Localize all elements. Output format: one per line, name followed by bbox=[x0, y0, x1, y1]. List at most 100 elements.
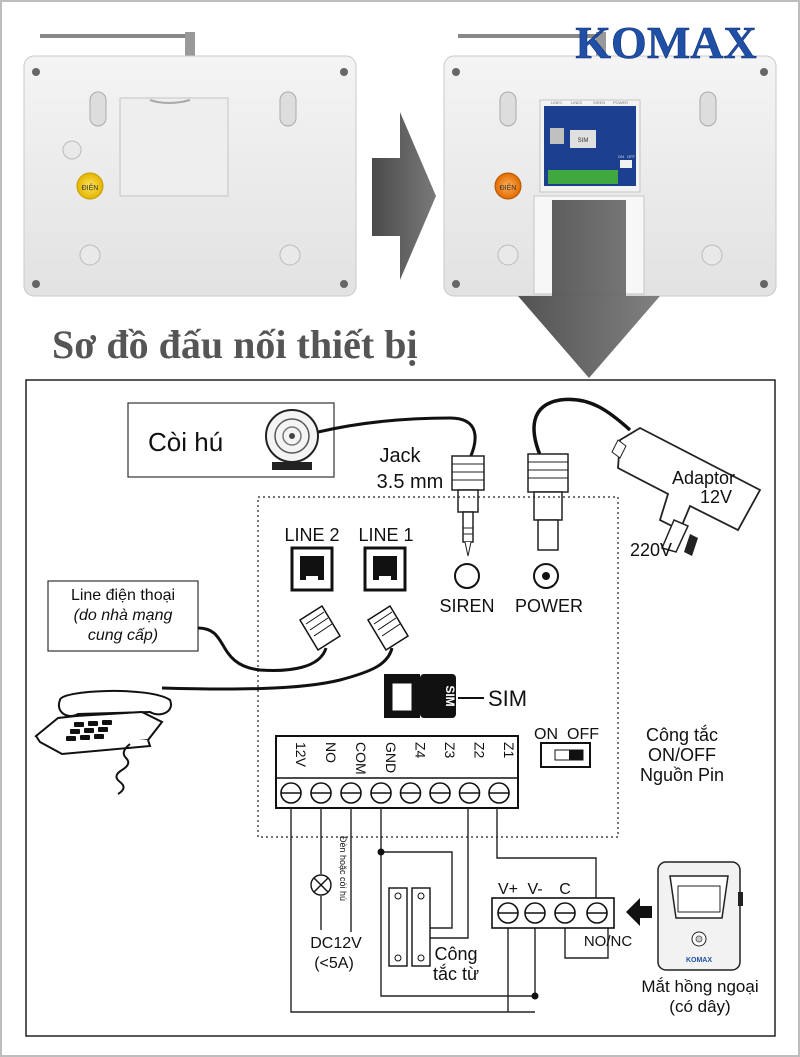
keyhole-icon bbox=[499, 91, 517, 127]
board-port-label: POWER bbox=[613, 100, 628, 105]
diagram-frame bbox=[25, 379, 776, 1037]
wire-c bbox=[564, 928, 609, 959]
phone-line-box bbox=[47, 580, 199, 652]
switch-desc-label-2: ON/OFF bbox=[648, 745, 716, 765]
battery-cover bbox=[119, 97, 229, 197]
wire-gnd bbox=[380, 808, 535, 997]
cover-notch bbox=[149, 99, 191, 104]
switch-desc-label: Công tắc bbox=[646, 724, 718, 745]
keyhole-icon bbox=[89, 91, 107, 127]
adaptor-icon bbox=[611, 426, 762, 556]
logo-text: KOMAX bbox=[575, 17, 756, 68]
siren-socket-icon bbox=[454, 563, 480, 589]
switch-off-label: OFF bbox=[567, 726, 599, 743]
switch-on-label: ON bbox=[534, 726, 558, 743]
junction-dot bbox=[531, 992, 539, 1000]
wiring bbox=[290, 808, 609, 1013]
board-switch bbox=[620, 160, 632, 168]
board-port-label: LINE1 bbox=[551, 100, 563, 105]
board-jack bbox=[550, 128, 564, 144]
line1-port-icon bbox=[363, 546, 407, 592]
sim-label: SIM bbox=[488, 686, 527, 711]
adaptor-label: Adaptor bbox=[672, 468, 735, 488]
screw-icon bbox=[340, 280, 348, 288]
terminal-label: Z4 bbox=[413, 742, 429, 759]
wire-z2 bbox=[430, 808, 469, 939]
board-sim-slot bbox=[570, 130, 596, 148]
line2-label: LINE 2 bbox=[284, 525, 339, 545]
line1-label: LINE 1 bbox=[358, 525, 413, 545]
terminal-label: COM bbox=[353, 742, 369, 775]
foot-icon bbox=[497, 244, 519, 266]
terminal-block: 12V NO COM GND Z4 Z3 Z2 Z1 bbox=[275, 735, 519, 809]
telephone-icon bbox=[34, 690, 172, 795]
left-arrow-icon bbox=[626, 898, 652, 926]
rj11-plug-icon bbox=[298, 604, 342, 652]
screw-icon bbox=[32, 68, 40, 76]
right-arrow-icon bbox=[372, 112, 436, 280]
terminal-label: 12V bbox=[293, 742, 309, 768]
board-sim-text: SIM bbox=[578, 138, 589, 144]
lamp-note: Đèn hoặc còi hú bbox=[338, 836, 348, 901]
screw-icon bbox=[452, 280, 460, 288]
sim-card-icon: SIM bbox=[384, 674, 457, 718]
pir-sensor-icon bbox=[657, 861, 743, 971]
foot-icon bbox=[279, 244, 301, 266]
jack-size-label: 3.5 mm bbox=[377, 471, 444, 493]
antenna-base-right bbox=[596, 32, 606, 56]
pir-terminal-label: V+ bbox=[498, 881, 518, 898]
sticker-text: ĐIỆN bbox=[82, 183, 99, 192]
dc-label: DC12V bbox=[310, 935, 362, 952]
switch-desc-label-3: Nguồn Pin bbox=[640, 765, 724, 785]
power-port-label: POWER bbox=[515, 596, 583, 616]
jack-label: Jack bbox=[379, 445, 421, 467]
terminal-label: Z3 bbox=[442, 742, 458, 759]
terminal-label: NO bbox=[323, 742, 339, 763]
line1-cable bbox=[161, 647, 394, 691]
terminal-label: GND bbox=[383, 742, 399, 773]
pir-label: Mắt hồng ngoại bbox=[641, 977, 758, 996]
jack-plug-icon bbox=[451, 455, 485, 557]
board-terminal-block bbox=[548, 170, 618, 184]
sticker-text: ĐIỆN bbox=[500, 183, 517, 192]
board-switch-label: ON bbox=[618, 154, 624, 159]
keyhole-icon bbox=[699, 91, 717, 127]
mains-voltage-label: 220V bbox=[630, 540, 672, 560]
rj11-plug-icon bbox=[366, 604, 410, 652]
reed-switch-icon bbox=[388, 887, 431, 967]
down-arrow-icon bbox=[518, 200, 660, 378]
antenna-base-left bbox=[185, 32, 195, 56]
pir-terminal-label: C bbox=[559, 881, 571, 898]
pir-terminal-label: V- bbox=[527, 881, 542, 898]
adaptor-voltage-label: 12V bbox=[700, 487, 732, 507]
screw-icon bbox=[452, 68, 460, 76]
phone-line-label: Line điện thoại bbox=[71, 587, 175, 604]
junction-dot bbox=[377, 848, 385, 856]
power-cable bbox=[532, 397, 632, 456]
device-boundary bbox=[257, 496, 619, 838]
power-switch-icon bbox=[540, 742, 591, 768]
phone-line-note-2: cung cấp) bbox=[88, 627, 158, 644]
lamp-icon bbox=[310, 874, 332, 896]
screw-icon bbox=[760, 68, 768, 76]
line2-cable bbox=[197, 626, 328, 672]
sim-card-text: SIM bbox=[443, 685, 457, 706]
siren-cable bbox=[317, 416, 477, 459]
phone-line-note: (do nhà mạng bbox=[74, 607, 173, 624]
wire-z1 bbox=[496, 808, 597, 898]
siren-port-label: SIREN bbox=[439, 596, 494, 616]
terminal-label: Z2 bbox=[472, 742, 488, 759]
pir-logo-text: KOMAX bbox=[686, 957, 712, 964]
power-socket-pin bbox=[542, 572, 550, 580]
terminal-label: Z1 bbox=[501, 742, 517, 759]
foot-icon bbox=[701, 244, 723, 266]
screw-icon bbox=[760, 280, 768, 288]
wire-12v bbox=[290, 808, 535, 1013]
screw-icon bbox=[340, 68, 348, 76]
power-plug-icon bbox=[527, 453, 569, 551]
pir-terminal-block bbox=[491, 897, 615, 929]
warning-sticker bbox=[494, 172, 522, 200]
